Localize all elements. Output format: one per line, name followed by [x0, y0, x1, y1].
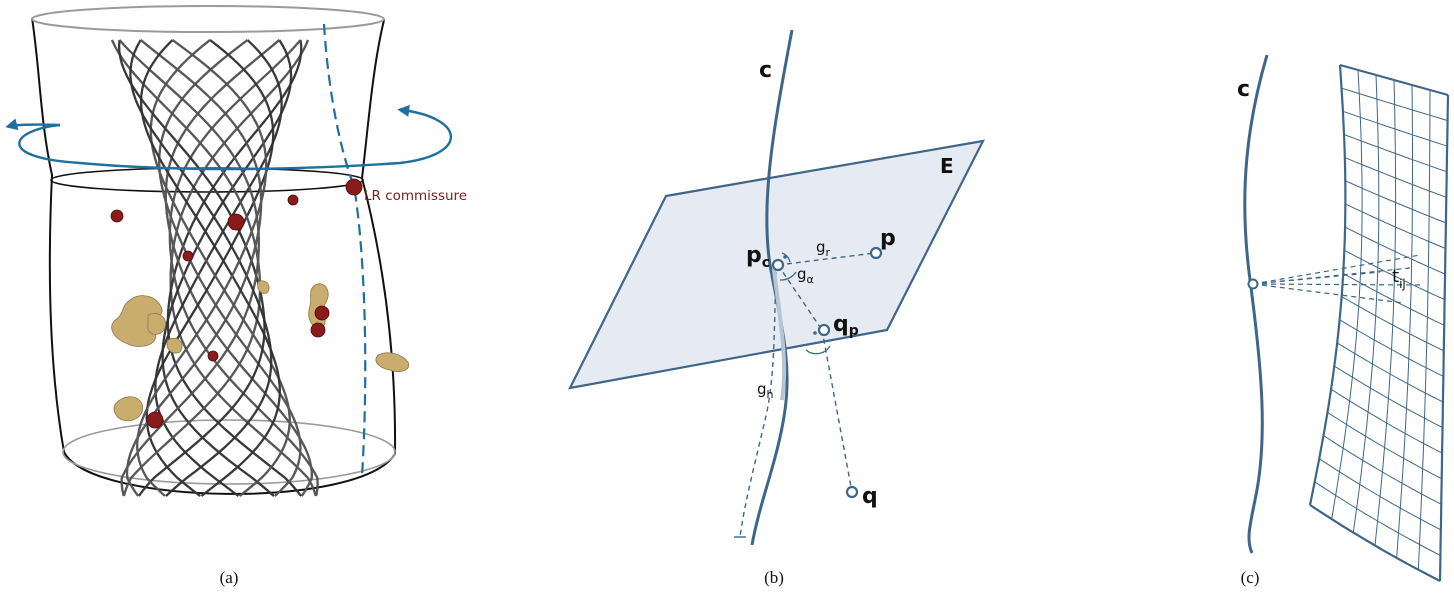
- grid-line: [1344, 249, 1445, 301]
- grid-line: [1339, 63, 1449, 97]
- qp-label: qp: [833, 312, 859, 339]
- grid-line: [1342, 272, 1445, 326]
- grid-line: [1341, 296, 1445, 352]
- grid-line: [1308, 64, 1347, 506]
- curve-c-panel-c: [1243, 54, 1269, 554]
- curve-shadow: [772, 269, 787, 401]
- stent-frame: [111, 39, 319, 497]
- stent-strut: [158, 39, 302, 497]
- angle-arc-gr: [781, 252, 791, 263]
- stent-strut: [118, 39, 260, 497]
- stent-strut: [168, 39, 319, 497]
- stent-strut: [149, 39, 291, 497]
- stent-strut: [111, 39, 262, 497]
- cylinder-bottom-rim: [62, 419, 396, 485]
- pc-label: pc: [746, 243, 770, 271]
- stent-strut: [169, 39, 317, 497]
- q-label: q: [862, 484, 878, 509]
- curve-c-label-panel-c: c: [1237, 77, 1250, 102]
- gh-line: [739, 271, 777, 538]
- grid-line: [1330, 388, 1443, 454]
- stent-strut: [164, 39, 313, 497]
- caption-c: (c): [1240, 568, 1260, 587]
- projection-rays: [1252, 254, 1421, 304]
- galpha-label: gα: [797, 265, 814, 286]
- stent-strut: [139, 39, 281, 497]
- gh-label: gh: [757, 380, 774, 401]
- p-label: p: [880, 226, 896, 251]
- curve-c-label: c: [759, 58, 772, 83]
- angle-arc-galpha: [779, 271, 797, 281]
- rotation-arrow: [5, 104, 453, 171]
- grid-line: [1344, 226, 1446, 275]
- grid-line: [1323, 435, 1442, 505]
- point-q: [845, 485, 859, 499]
- calcifications: [111, 280, 410, 422]
- surface-grid: [1308, 63, 1450, 582]
- commissure-line: [322, 23, 367, 477]
- grid-line: [1396, 84, 1413, 558]
- grid-line: [1341, 87, 1448, 122]
- grid-line: [1336, 342, 1444, 403]
- panel-a: LR commissure: [5, 5, 467, 497]
- grid-line: [1374, 79, 1397, 546]
- panel-c: c tij: [1237, 54, 1450, 582]
- cylinder-top-rim: [31, 5, 385, 33]
- angle-arc-qp: [805, 345, 831, 355]
- stent-strut: [166, 39, 303, 497]
- gr-line: [777, 252, 876, 266]
- caption-a: (a): [219, 568, 239, 587]
- grid-line: [1417, 89, 1431, 570]
- grid-line: [1331, 69, 1363, 520]
- grid-line: [1345, 203, 1446, 249]
- grid-line: [1314, 481, 1441, 556]
- grid-line: [1352, 74, 1380, 533]
- grid-line: [1309, 504, 1441, 582]
- grid-line: [1342, 110, 1448, 147]
- q-projection-line: [821, 329, 853, 493]
- tij-label: tij: [1392, 266, 1406, 291]
- gr-label: gr: [816, 238, 831, 259]
- grid-line: [1344, 157, 1447, 198]
- grid-line: [1334, 365, 1443, 428]
- grid-line: [1343, 134, 1447, 173]
- galpha-line: [777, 264, 823, 331]
- panel-b: c E pc p qp q gr gα gh: [568, 29, 985, 546]
- lr-commissure-label: LR commissure: [364, 188, 467, 204]
- stent-strut: [117, 39, 266, 497]
- stent-strut: [136, 39, 268, 497]
- curve-point: [1247, 278, 1259, 290]
- grid-line: [1327, 411, 1442, 480]
- cylinder-outline: [31, 17, 397, 495]
- point-qp: [817, 323, 831, 337]
- point-p: [869, 246, 883, 260]
- grid-line: [1339, 319, 1444, 377]
- landmark-markers: [110, 178, 363, 429]
- plane-e-label: E: [940, 154, 954, 178]
- caption-b: (b): [764, 568, 784, 587]
- grid-line: [1438, 94, 1450, 582]
- point-pc: [771, 258, 785, 272]
- grid-line: [1318, 458, 1442, 531]
- grid-line: [1345, 180, 1447, 224]
